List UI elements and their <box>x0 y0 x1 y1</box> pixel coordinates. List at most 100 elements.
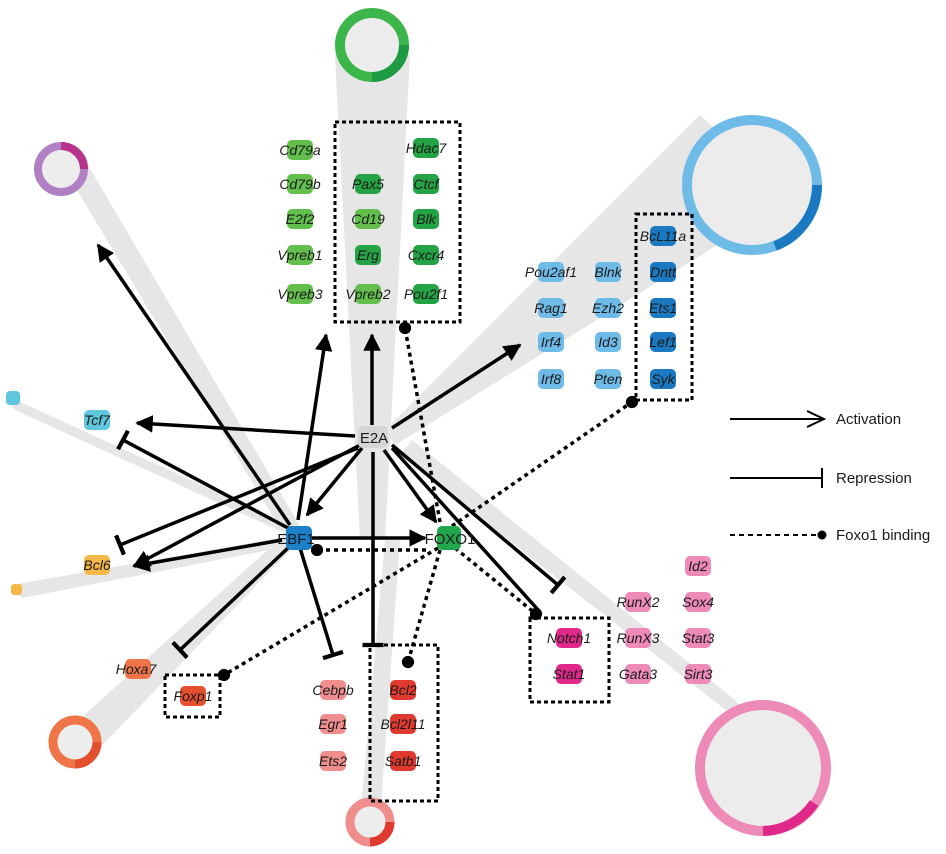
node-notch1 <box>556 628 582 648</box>
binding-foxp1 <box>217 546 439 682</box>
binding-notch1-group <box>453 546 543 621</box>
node-vpreb3 <box>287 284 313 304</box>
label-cd19: Cd19 <box>351 211 385 227</box>
node-bcl2 <box>390 680 416 700</box>
edge-e2a-ebf1 <box>305 446 364 517</box>
node-ctcf <box>413 174 439 194</box>
node-id3 <box>595 332 621 352</box>
label-blnk: Blnk <box>594 264 622 280</box>
label-bcl11a: BcL11a <box>640 228 687 244</box>
node-cebpb <box>320 680 346 700</box>
node-e2f2 <box>287 209 313 229</box>
label-cxcr4: Cxcr4 <box>408 247 445 263</box>
target-boxes <box>163 120 694 803</box>
node-hdac7 <box>413 138 439 158</box>
cone-purple <box>62 148 305 545</box>
node-ets2 <box>320 751 346 771</box>
label-e2a: E2A <box>360 430 388 447</box>
label-stat3: Stat3 <box>682 630 715 646</box>
label-bcl2l11: Bcl2l11 <box>381 716 426 732</box>
ring-red <box>345 797 395 847</box>
node-bcl2l11 <box>390 714 416 734</box>
cone-pink <box>400 440 815 780</box>
edge-ebf1-cebpb <box>298 547 344 661</box>
label-tcf7: Tcf7 <box>84 412 111 428</box>
edge-e2a-foxo1 <box>382 448 438 524</box>
label-satb1: Satb1 <box>385 753 422 769</box>
legend-dot-icon <box>817 530 827 540</box>
node-runx2 <box>625 592 651 612</box>
node-blnk <box>595 262 621 282</box>
node-ezh2 <box>595 298 621 318</box>
binding-bcl2-group <box>401 549 442 669</box>
gene-labels: Cd79a Cd79b E2f2 Vpreb1 Vpreb3 Pax5 Cd19… <box>83 140 714 769</box>
module-rings <box>6 8 831 847</box>
label-pax5: Pax5 <box>352 176 384 192</box>
label-stat1: Stat1 <box>553 666 586 682</box>
label-hdac7: Hdac7 <box>406 140 448 156</box>
label-pten: Pten <box>594 371 623 387</box>
edge-ebf1-hoxa7 <box>171 546 290 660</box>
node-cyan-small <box>6 391 20 405</box>
label-ezh2: Ezh2 <box>592 300 624 316</box>
gene-nodes <box>84 138 711 771</box>
node-irf8 <box>538 369 564 389</box>
label-ets2: Ets2 <box>319 753 347 769</box>
label-sox4: Sox4 <box>682 594 714 610</box>
label-cd79a: Cd79a <box>279 142 320 158</box>
node-tcf7 <box>84 410 110 430</box>
node-gata3 <box>625 664 651 684</box>
node-vpreb1 <box>287 245 313 265</box>
binding-pax5-group <box>398 321 442 523</box>
box-bcl11a-group <box>634 212 694 402</box>
hub-foxo1-node <box>437 526 461 550</box>
label-sirt3: Sirt3 <box>684 666 713 682</box>
node-syk <box>650 369 676 389</box>
label-bcl2: Bcl2 <box>389 682 416 698</box>
node-runx3 <box>625 628 651 648</box>
node-pou2f1 <box>413 284 439 304</box>
legend-arrow-icon <box>806 410 827 428</box>
node-hoxa7 <box>125 659 151 679</box>
node-foxp1 <box>180 686 206 706</box>
node-erg <box>355 245 381 265</box>
label-id3: Id3 <box>598 334 618 350</box>
node-cd79b <box>287 174 313 194</box>
node-lef1 <box>650 332 676 352</box>
hub-labels: E2A EBF1 FOXO1 <box>277 430 475 548</box>
node-cd19 <box>355 209 381 229</box>
node-vpreb2 <box>355 284 381 304</box>
edge-e2a-pink <box>390 443 567 595</box>
label-notch1: Notch1 <box>547 630 591 646</box>
node-pax5 <box>355 174 381 194</box>
box-notch1-group <box>528 616 611 704</box>
label-bcl6: Bcl6 <box>83 557 110 573</box>
node-dntt <box>650 262 676 282</box>
node-sirt3 <box>685 664 711 684</box>
node-satb1 <box>390 751 416 771</box>
label-irf8: Irf8 <box>541 371 561 387</box>
edges <box>96 243 567 661</box>
label-e2f2: E2f2 <box>286 211 315 227</box>
node-irf4 <box>538 332 564 352</box>
label-cd79b: Cd79b <box>279 176 320 192</box>
label-foxp1: Foxp1 <box>174 688 213 704</box>
binding-edges <box>217 321 639 682</box>
edge-ebf1-bcl6 <box>132 538 283 572</box>
node-rag1 <box>538 298 564 318</box>
node-egr1 <box>320 714 346 734</box>
edge-e2a-tcf7 <box>135 415 356 438</box>
label-dntt: Dntt <box>650 264 677 280</box>
label-blk: Blk <box>416 211 436 227</box>
label-ctcf: Ctcf <box>414 176 441 192</box>
node-sox4 <box>685 592 711 612</box>
node-bcl11a <box>650 226 676 246</box>
ring-green <box>335 8 409 82</box>
label-foxo1: FOXO1 <box>425 531 476 548</box>
label-irf4: Irf4 <box>541 334 561 350</box>
ring-orange <box>48 715 102 769</box>
label-lef1: Lef1 <box>649 334 676 350</box>
hub-nodes <box>286 426 461 550</box>
hub-e2a-node <box>358 426 388 448</box>
